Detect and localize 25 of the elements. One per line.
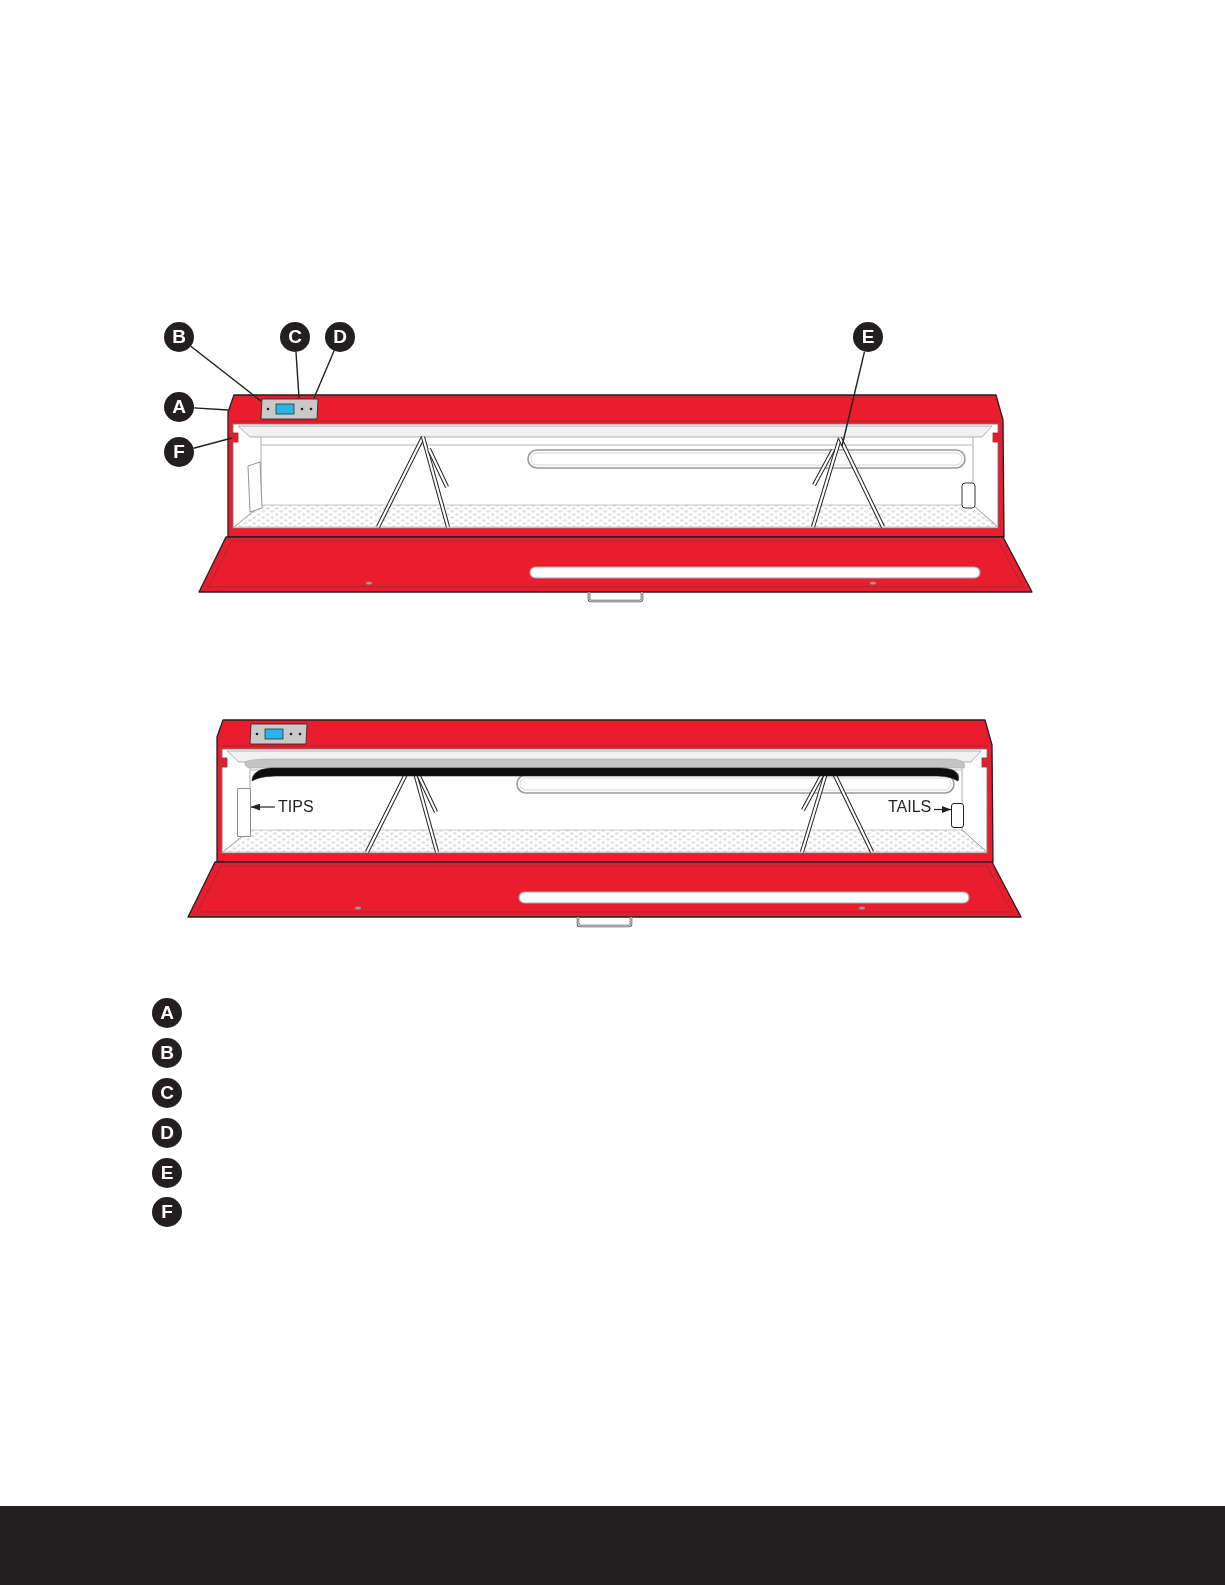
leader-line bbox=[190, 345, 262, 402]
callout-letter: D bbox=[325, 322, 355, 352]
callout-letter: F bbox=[152, 1197, 182, 1227]
tail-holder bbox=[951, 803, 964, 828]
callout-letter: A bbox=[164, 392, 194, 422]
leader-line bbox=[295, 351, 300, 399]
leader-line bbox=[192, 437, 233, 449]
callout-letter: E bbox=[152, 1158, 182, 1188]
callout-letter: D bbox=[152, 1118, 182, 1148]
curing-box-illustration bbox=[197, 393, 1035, 603]
callout-letter: B bbox=[164, 322, 194, 352]
arrow bbox=[250, 803, 276, 811]
callout-letter: C bbox=[280, 322, 310, 352]
tip-holder bbox=[237, 788, 251, 837]
callout-letter: A bbox=[152, 998, 182, 1028]
leader-line bbox=[193, 407, 229, 411]
callout-letter: C bbox=[152, 1078, 182, 1108]
callout-letter: E bbox=[853, 322, 883, 352]
callout-letter: B bbox=[152, 1038, 182, 1068]
leader-line bbox=[841, 350, 866, 447]
arrow bbox=[933, 806, 952, 813]
leader-line bbox=[313, 350, 335, 399]
text-label: TIPS bbox=[275, 798, 317, 816]
callout-letter: F bbox=[164, 437, 194, 467]
text-label: TAILS bbox=[885, 798, 935, 816]
